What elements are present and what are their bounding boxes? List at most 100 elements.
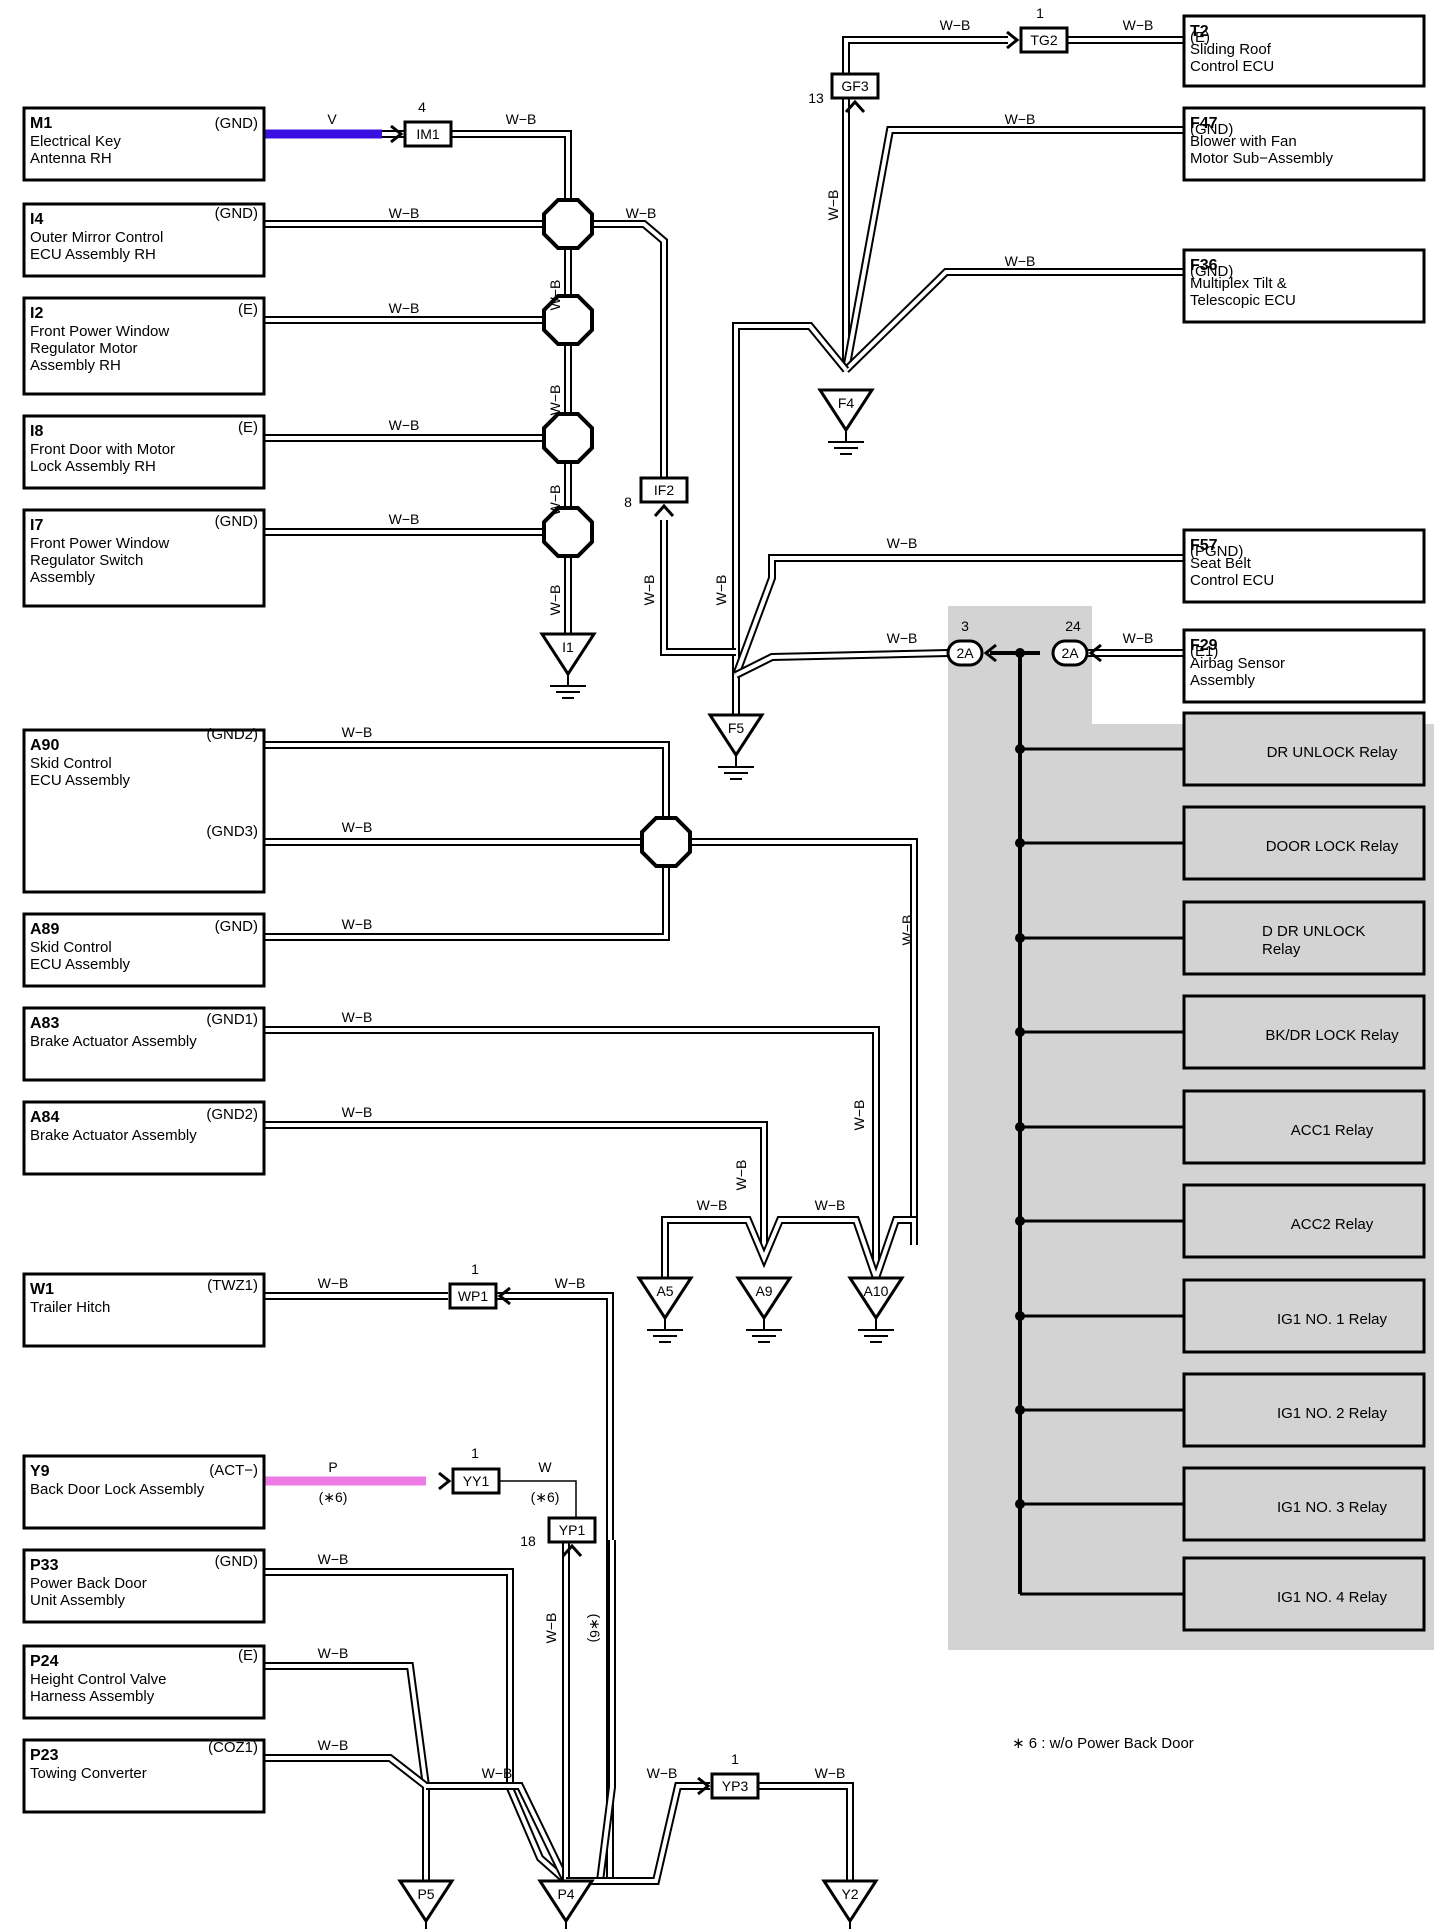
connector-TG2-1 (1019, 26, 1069, 54)
component-pin-P24: (E) (238, 1647, 258, 1664)
wire-label-v-0: W−B (547, 280, 563, 311)
component-pin-T2: (E) (1190, 29, 1210, 46)
component-id-F57: F57 (1190, 537, 1218, 554)
bus-dot-7 (1015, 1405, 1025, 1415)
relay-label-2-1: Relay (1262, 941, 1301, 958)
wire-label-9: W−B (1005, 111, 1036, 127)
component-name-P33-1: Unit Assembly (30, 1592, 126, 1609)
component-Y9 (22, 1454, 266, 1530)
relay-label-4: ACC1 Relay (1291, 1122, 1374, 1139)
connector-arrow-9 (1088, 643, 1102, 663)
wire-inner-31 (598, 1540, 614, 1882)
splice-0 (542, 198, 594, 250)
wire-label-13: W−B (1123, 630, 1154, 646)
connector-arrow-0 (390, 124, 404, 144)
ground-label-A9: A9 (755, 1283, 772, 1299)
component-pin-I4: (GND) (215, 205, 258, 222)
connector-pin-GF3-13: 13 (808, 90, 824, 106)
component-name-I4-0: Outer Mirror Control (30, 229, 163, 246)
wire-inner-25 (478, 1294, 612, 1881)
wire-inner-15 (734, 556, 1184, 676)
connector-id-YP3-1: YP3 (722, 1778, 749, 1794)
component-name-I7-2: Assembly (30, 569, 96, 586)
wire-label-19: W−B (697, 1197, 728, 1213)
component-pin-A84: (GND2) (206, 1106, 258, 1123)
component-id-P24: P24 (30, 1653, 59, 1670)
connector-arrow-7 (697, 1776, 711, 1796)
connector-id-YY1-1: YY1 (463, 1473, 490, 1489)
component-pin2-A90: (GND3) (206, 823, 258, 840)
component-name-F57-1: Control ECU (1190, 572, 1274, 589)
relay-5 (1182, 1183, 1426, 1259)
wire-label-18: W−B (342, 1104, 373, 1120)
component-pin-A90: (GND2) (206, 726, 258, 743)
footnote: ∗ 6 : w/o Power Back Door (1012, 1735, 1194, 1752)
connector-id-2A-24: 2A (1061, 645, 1079, 661)
relay-label-0: DR UNLOCK Relay (1267, 744, 1398, 761)
connector-YP3-1 (710, 1772, 760, 1800)
relay-3 (1182, 994, 1426, 1070)
connector-2A-24 (1051, 639, 1089, 667)
component-id-F29: F29 (1190, 637, 1218, 654)
component-name-I8-0: Front Door with Motor (30, 441, 175, 458)
component-id-A84: A84 (30, 1109, 59, 1126)
splice-3 (542, 506, 594, 558)
thin-wires (264, 129, 577, 1540)
wire-inner-20 (264, 842, 668, 939)
component-F47 (1182, 106, 1426, 182)
component-A90 (22, 728, 266, 894)
component-name-T2-1: Control ECU (1190, 58, 1274, 75)
connector-YY1-1 (451, 1467, 501, 1495)
wire-label-25: W−B (318, 1551, 349, 1567)
component-T2 (1182, 14, 1426, 88)
connector-arrow-2 (844, 99, 866, 114)
component-A83 (22, 1006, 266, 1082)
wire-label-20: W−B (815, 1197, 846, 1213)
component-name-P24-1: Harness Assembly (30, 1688, 155, 1705)
connector-pin-YY1-1: 1 (471, 1445, 479, 1461)
connector-arrow-3 (653, 503, 675, 518)
splice-1 (542, 294, 594, 346)
connector-pin-YP3-1: 1 (731, 1751, 739, 1767)
component-pin-Y9: (ACT−) (209, 1462, 258, 1479)
component-pin-F36: (GND) (1190, 263, 1233, 280)
wire-outer-21 (264, 1026, 880, 1278)
ground-label-I1: I1 (562, 639, 574, 655)
wire-label-15: W−B (342, 819, 373, 835)
wire-label-17: W−B (342, 1009, 373, 1025)
component-pin-I2: (E) (238, 301, 258, 318)
connector-IM1-4 (403, 120, 453, 148)
wire-label-4: W−B (389, 300, 420, 316)
wire-inner-32 (566, 1784, 710, 1883)
ground-label-F5: F5 (728, 720, 745, 736)
connector-WP1-1 (448, 1282, 498, 1310)
component-name-I7-0: Front Power Window (30, 535, 169, 552)
component-name-W1-0: Trailer Hitch (30, 1299, 110, 1316)
component-id-A89: A89 (30, 921, 59, 938)
connector-id-GF3-13: GF3 (841, 78, 868, 94)
component-pin-F47: (GND) (1190, 121, 1233, 138)
wire-inner-7 (438, 132, 570, 224)
component-id-F36: F36 (1190, 257, 1218, 274)
wire-label-v-1: W−B (547, 385, 563, 416)
component-id-I8: I8 (30, 423, 43, 440)
wire-label-0: V (327, 111, 337, 127)
relay-1 (1182, 805, 1426, 881)
wire-label-v-10: W−B (543, 1613, 559, 1644)
wire-label-v-9: W−B (733, 1160, 749, 1191)
wire-label-5: W−B (389, 417, 420, 433)
component-id-P23: P23 (30, 1747, 59, 1764)
splices (542, 198, 692, 868)
component-pin-M1: (GND) (215, 115, 258, 132)
note-mark-2: (∗6) (587, 1614, 603, 1643)
ground-Y2 (821, 1879, 879, 1924)
bus-dot-1 (1015, 838, 1025, 848)
wire-label-8: W−B (1123, 17, 1154, 33)
connector-pin-2A-24: 24 (1065, 618, 1081, 634)
bus-dot-5 (1015, 1216, 1025, 1226)
connector-pin-IF2-8: 8 (624, 494, 632, 510)
relay-7 (1182, 1372, 1426, 1448)
component-I8 (22, 414, 266, 490)
component-name-I2-1: Regulator Motor (30, 340, 138, 357)
wire-label-28: W−B (482, 1765, 513, 1781)
